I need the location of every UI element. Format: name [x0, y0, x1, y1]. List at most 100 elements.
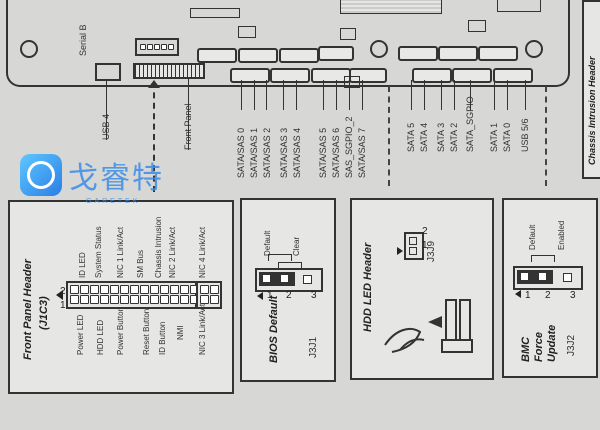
sata-label: SATA_SGPIO — [465, 96, 475, 152]
usb4-port — [95, 63, 121, 81]
leader-line — [525, 80, 526, 110]
fp-top-label: ID LED — [78, 252, 87, 278]
fp-bottom-label: Reset Button — [142, 308, 151, 355]
sata-label: SATA/SAS 4 — [292, 127, 302, 178]
hdd-led-header — [404, 232, 424, 260]
leader-line — [336, 80, 337, 110]
bios-default-code: J3J1 — [308, 336, 319, 358]
hdd-led-title: HDD LED Header — [362, 242, 374, 332]
sata-port — [270, 68, 310, 83]
leader-line — [507, 80, 508, 110]
watermark-brand: 戈睿特 — [68, 161, 164, 196]
front-panel-arrowhead — [148, 80, 160, 88]
bios-pin1-marker — [257, 292, 263, 300]
sata-port — [230, 68, 270, 83]
bios-pin-2: 2 — [286, 290, 292, 301]
leader-line — [323, 80, 324, 110]
bmc-default-label: Default — [528, 224, 537, 250]
fp-top-label: SM Bus — [136, 249, 145, 278]
fp-top-label: NIC 4 Link/Act — [198, 226, 207, 278]
hdd-led-pin2: 2 — [422, 226, 428, 237]
top-strip-1 — [190, 8, 240, 18]
chassis-intrusion-panel — [582, 0, 600, 179]
sata-label: SATA 2 — [449, 122, 459, 152]
chassis-intrusion-label: Chassis Intrusion Header — [587, 56, 597, 165]
sata-port — [349, 68, 387, 83]
fp-bottom-label: Power Button — [116, 306, 125, 355]
sata-port — [398, 46, 438, 61]
fp-top-label: NIC 1 Link/Act — [116, 226, 125, 278]
leader-line — [454, 80, 455, 110]
bios-jumper — [255, 268, 323, 292]
sata-port — [493, 68, 533, 83]
fp-bottom-label: NIC 3 Link/Act — [198, 303, 207, 355]
leader-line — [470, 80, 471, 110]
serial-b-header — [135, 38, 179, 56]
fp-pin1-marker — [56, 290, 63, 300]
bmc-jumper-bracket — [531, 255, 555, 262]
hdd-led-cable-illustration — [384, 299, 473, 353]
hdd-led-box — [350, 198, 494, 380]
front-panel-dashed-line — [153, 82, 155, 192]
sata-label: SATA 3 — [436, 122, 446, 152]
fp-pin-block-2 — [196, 281, 222, 309]
mount-hole-left — [20, 40, 38, 58]
bmc-pin-2: 2 — [545, 290, 551, 301]
sata-port — [197, 48, 237, 63]
bmc-title: BMC Force Update — [520, 324, 558, 362]
bios-jumper-bracket — [268, 254, 292, 261]
sata-label: SATA 0 — [502, 122, 512, 152]
mount-hole-right — [525, 40, 543, 58]
fp-pin-block — [66, 281, 209, 309]
fp-bottom-label: NMI — [176, 325, 185, 340]
sata-label: SATA/SAS 3 — [279, 127, 289, 178]
fp-top-label: NIC 2 Link/Act — [168, 226, 177, 278]
board-outline — [6, 0, 570, 87]
leader-line — [494, 80, 495, 110]
bmc-pin-1: 1 — [525, 290, 531, 301]
bmc-enabled-label: Enabled — [557, 220, 566, 250]
bios-pin-3: 3 — [311, 290, 317, 301]
front-panel-header-title: Front Panel Header — [22, 259, 34, 360]
dashed-separator — [388, 86, 390, 186]
small-header — [468, 20, 486, 32]
usb4-label: USB 4 — [101, 113, 111, 140]
usb4-line — [106, 80, 107, 140]
leader-line — [362, 80, 363, 110]
sata-label: SATA 4 — [419, 122, 429, 152]
front-panel-header-code: (J1C3) — [38, 296, 50, 330]
front-panel-connector — [133, 63, 205, 79]
mount-hole-mid — [370, 40, 388, 58]
hdd-led-pin1: 1 — [422, 240, 428, 251]
small-header — [238, 26, 256, 38]
leader-line — [349, 80, 350, 110]
bios-clear-label: Clear — [292, 236, 301, 256]
fp-bottom-label: Power LED — [76, 314, 85, 355]
hdd-led-pin1-marker — [397, 247, 403, 255]
leader-line — [283, 80, 284, 110]
leader-line — [266, 80, 267, 110]
bios-default-title: BIOS Default — [268, 295, 280, 363]
bmc-pin1-marker — [515, 290, 521, 298]
bmc-pin-3: 3 — [570, 290, 576, 301]
leader-line — [424, 80, 425, 110]
fp-pin1-label: 1 — [60, 300, 66, 311]
sata-label: SATA/SAS 5 — [318, 127, 328, 178]
bios-default-label: Default — [263, 230, 272, 256]
dashed-separator — [545, 86, 547, 186]
sata-label: SATA/SAS 1 — [249, 127, 259, 178]
sata-label: SATA/SAS 6 — [331, 127, 341, 178]
fp-bottom-label: ID Button — [158, 321, 167, 355]
sata-label: SAS_SGPIO_2 — [344, 116, 354, 178]
bmc-jumper — [513, 266, 583, 290]
small-header — [340, 28, 356, 40]
watermark-sub: GARETEK — [86, 198, 141, 205]
front-panel-label: Front Panel — [183, 103, 193, 150]
watermark: 戈睿特 GARETEK — [20, 153, 164, 205]
leader-line — [241, 80, 242, 110]
front-panel-line — [188, 78, 189, 150]
leader-line — [296, 80, 297, 110]
leader-line — [254, 80, 255, 110]
sata-port — [412, 68, 452, 83]
